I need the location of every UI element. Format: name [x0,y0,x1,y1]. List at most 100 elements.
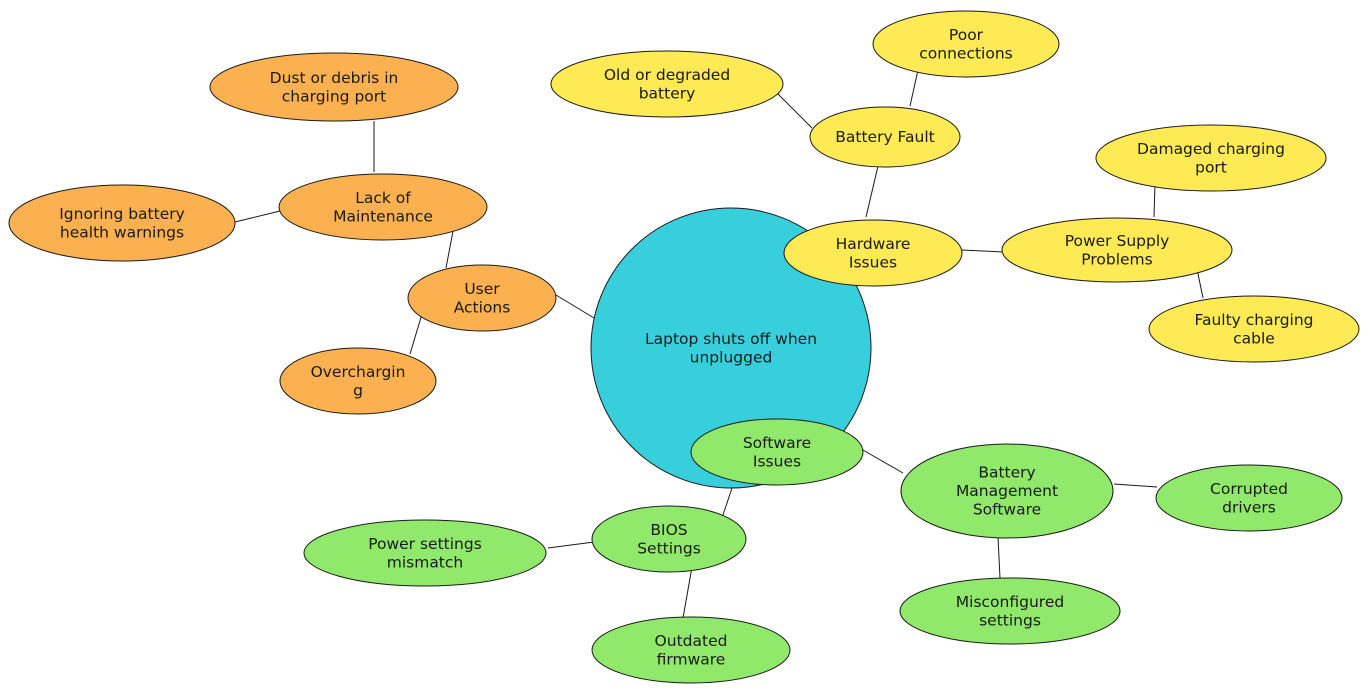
node-user-actions-shape [407,264,557,332]
node-label-line: BIOS [650,521,687,539]
node-battery-fault-shape [809,106,961,168]
node-label-line: User [464,280,500,298]
node-label-line: charging port [282,87,386,105]
connector-line [997,536,1001,579]
node-battery-fault: Battery Fault [809,106,961,168]
node-label-line: port [1195,158,1227,176]
node-power-supply-problems-shape [1001,217,1233,283]
connector-line [1113,483,1158,488]
node-faulty-charging-cable-shape [1148,295,1360,363]
node-label-line: Power Supply [1065,232,1170,250]
node-power-settings-mismatch-shape [303,519,547,587]
node-label-line: Ignoring battery [59,205,185,223]
node-ignoring-battery-health-shape [8,184,236,262]
node-hardware-issues-shape [783,219,963,287]
node-label-line: Battery Fault [835,128,935,146]
connector-line [1196,268,1204,299]
node-corrupted-drivers-shape [1155,464,1343,532]
node-label-line: Old or degraded [604,66,730,84]
node-label-line: mismatch [387,553,464,571]
node-label-line: Overchargin [311,363,406,381]
connector-line [409,313,423,355]
node-label-line: Poor [949,26,984,44]
node-label-line: settings [979,611,1041,629]
node-dust-or-debris-shape [209,52,459,122]
node-label-line: Lack of [355,189,411,207]
node-label-line: cable [1233,329,1275,347]
node-label-line: Hardware [836,235,911,253]
node-label-line: unplugged [690,348,773,366]
node-label-line: Dust or debris in [270,69,399,87]
node-label-line: Software [743,434,811,452]
node-label-line: firmware [657,650,726,668]
node-damaged-charging-port-shape [1095,124,1327,192]
node-lack-of-maintenance-shape [278,173,488,241]
connector-line [862,449,904,474]
connector-line [865,165,879,218]
connector-line [555,294,595,319]
node-label-line: health warnings [60,223,184,241]
connector-line [547,541,595,549]
connector-line [234,210,281,223]
node-label-line: Corrupted [1210,480,1288,498]
node-overcharging-shape [279,347,437,415]
node-label-line: Settings [637,539,701,557]
node-label-line: Management [956,482,1058,500]
node-poor-connections-shape [872,10,1060,78]
connector-line [1153,182,1156,218]
node-battery-management-software-shape [900,443,1114,539]
connector-line [961,249,1005,253]
node-label-line: battery [639,84,696,102]
node-label-line: Misconfigured [956,593,1064,611]
node-label-line: Actions [454,298,511,316]
node-outdated-firmware-shape [591,616,791,684]
connector-line [682,566,693,619]
node-old-or-degraded-battery-shape [550,50,784,118]
node-label-line: Issues [849,253,897,271]
node-label-line: Battery [978,464,1035,482]
node-label-line: Damaged charging [1137,140,1285,158]
node-label-line: Problems [1081,250,1152,268]
node-label-line: Software [973,501,1041,519]
node-label-line: Issues [753,452,801,470]
connector-line [445,225,455,269]
node-label-line: g [353,381,363,399]
node-label-line: connections [919,44,1012,62]
node-misconfigured-settings-shape [899,577,1121,645]
node-label-line: Outdated [655,632,728,650]
